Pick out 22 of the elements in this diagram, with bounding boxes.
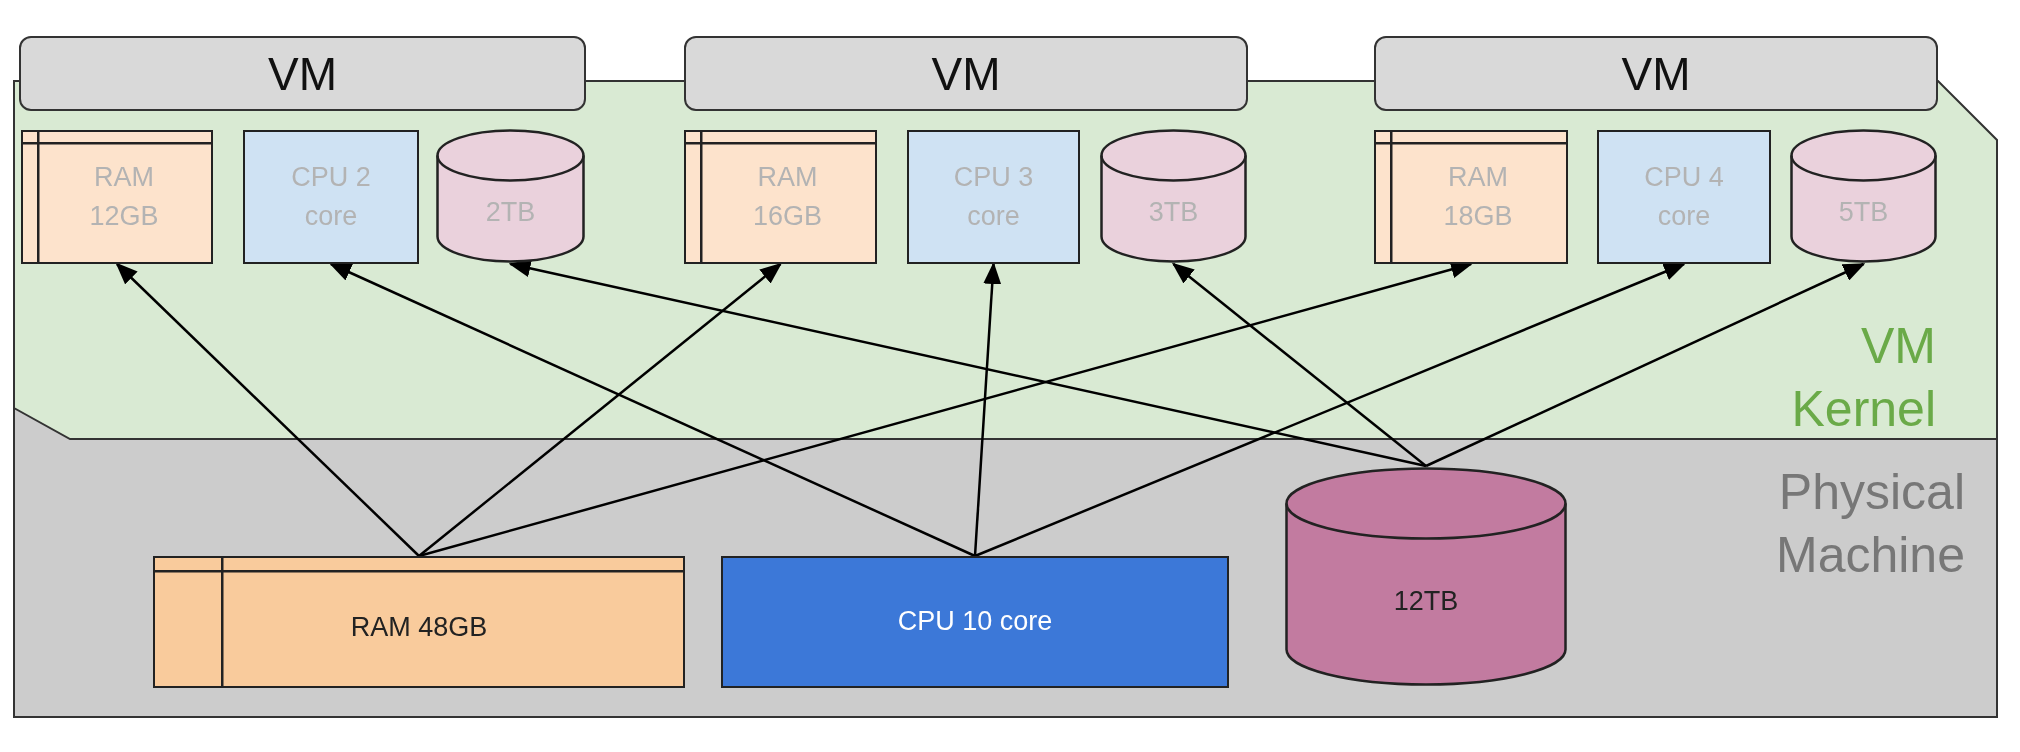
processor-box: CPU 10 core	[721, 556, 1229, 688]
vm-header-bar: VM	[684, 36, 1248, 111]
processor-box: CPU 4 core	[1597, 130, 1771, 264]
arrow	[329, 262, 976, 558]
panel-label: VM Kernel	[1790, 317, 1936, 439]
processor-box: CPU 2 core	[243, 130, 419, 264]
arrow	[973, 262, 1002, 557]
memory-box: RAM 16GB	[684, 130, 877, 264]
panel-label: Physical Machine	[1775, 463, 1965, 585]
arrow	[508, 259, 1427, 468]
arrow	[1425, 262, 1866, 468]
processor-box: CPU 3 core	[907, 130, 1080, 264]
memory-box: RAM 18GB	[1374, 130, 1568, 264]
memory-box: RAM 48GB	[153, 556, 685, 688]
arrow	[115, 262, 420, 557]
arrow	[1171, 262, 1427, 467]
arrow	[974, 262, 1686, 558]
disk-cylinder: 12TB	[1284, 466, 1568, 687]
memory-box: RAM 12GB	[21, 130, 213, 264]
arrow	[418, 262, 783, 557]
vm-header-bar: VM	[19, 36, 586, 111]
vm-header-bar: VM	[1374, 36, 1938, 111]
